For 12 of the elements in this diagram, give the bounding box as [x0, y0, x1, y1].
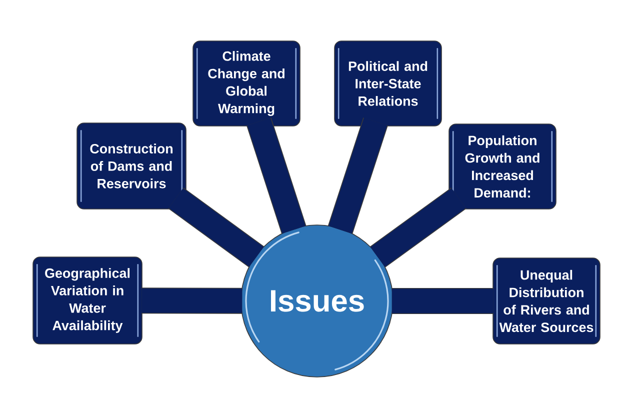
issue-box: Political and Inter-State Relations	[334, 40, 442, 126]
issue-box: Population Growth and Increased Demand:	[448, 124, 556, 210]
issue-box: Unequal Distribution of Rivers and Water Sources	[492, 258, 600, 344]
connector-bar	[328, 118, 388, 234]
issue-box: Construction of Dams and Reservoirs	[76, 122, 186, 210]
connector-bar	[370, 188, 466, 268]
issue-box: Climate Change and Global Warming	[192, 40, 300, 126]
issue-box: Geographical Variation in Water Availability	[32, 256, 142, 344]
connector-bar	[168, 188, 264, 268]
connector-bar	[142, 288, 242, 314]
connector-bar	[246, 118, 306, 234]
connector-bar	[392, 288, 494, 314]
